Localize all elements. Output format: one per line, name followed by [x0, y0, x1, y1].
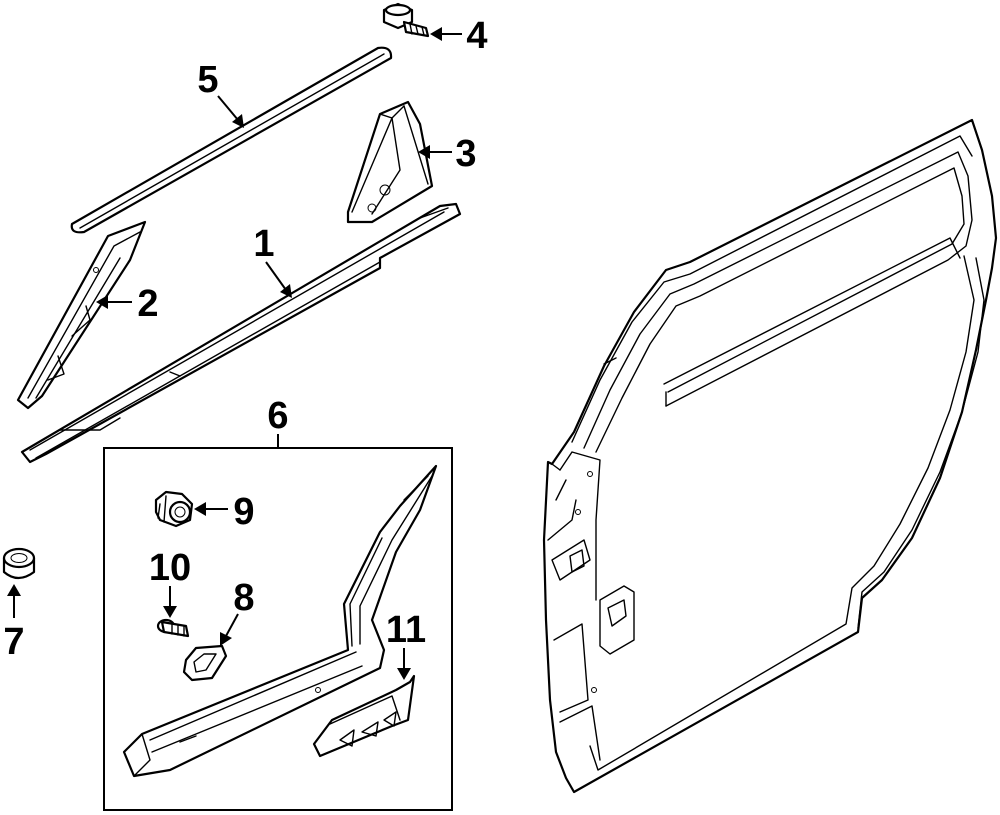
part-4-clip-screw [382, 2, 430, 38]
part-11-trim-panel [312, 674, 416, 758]
callout-4: 4 [466, 15, 487, 57]
part-5-belt-molding [70, 46, 393, 234]
callout-3: 3 [455, 133, 476, 175]
callout-7: 7 [3, 621, 24, 663]
part-6-garnish-molding [122, 464, 438, 778]
callout-10: 10 [149, 547, 191, 589]
part-1-outer-molding [20, 202, 462, 464]
part-9-clip [154, 490, 194, 528]
part-3-corner-bracket [346, 100, 434, 224]
rear-door-shell [542, 118, 998, 794]
part-2-channel-trim [16, 220, 147, 410]
callout-6: 6 [267, 395, 288, 437]
leader-lines [7, 27, 462, 680]
callout-1: 1 [253, 223, 274, 265]
callout-2: 2 [137, 283, 158, 325]
callout-11: 11 [386, 609, 426, 651]
callout-8: 8 [233, 577, 254, 619]
part-7-grommet [2, 547, 36, 580]
callout-5: 5 [197, 59, 218, 101]
part-8-pad [182, 644, 228, 682]
part-10-screw [156, 618, 190, 638]
callout-9: 9 [233, 491, 254, 533]
